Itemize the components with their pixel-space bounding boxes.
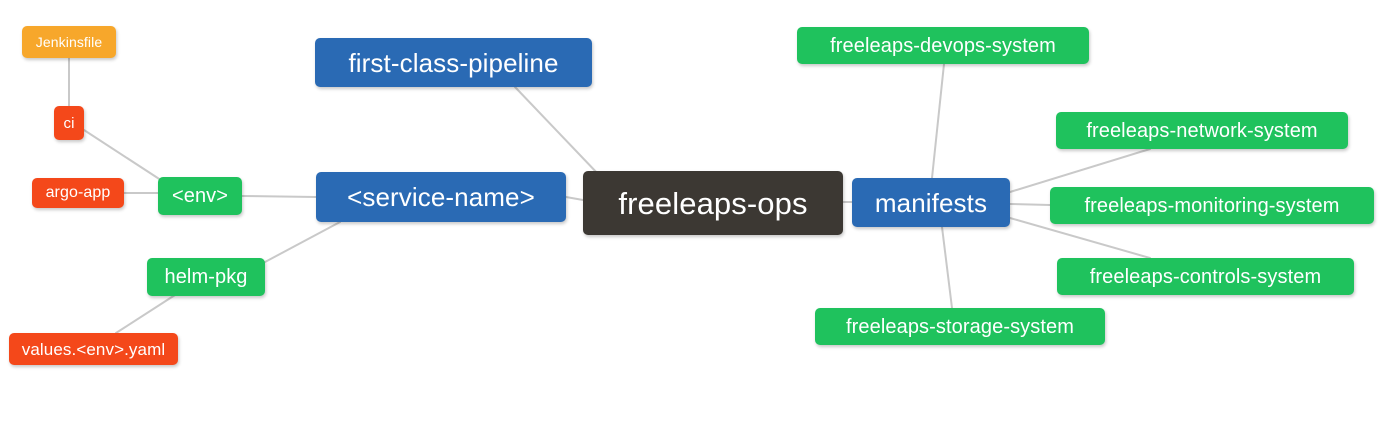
node-values-yaml[interactable]: values.<env>.yaml	[9, 333, 178, 365]
node-freeleaps-controls-system[interactable]: freeleaps-controls-system	[1057, 258, 1354, 295]
node-helm-pkg[interactable]: helm-pkg	[147, 258, 265, 296]
node-label-freeleaps-devops-system: freeleaps-devops-system	[830, 34, 1056, 57]
node-label-ci: ci	[63, 114, 75, 132]
node-label-freeleaps-controls-system: freeleaps-controls-system	[1089, 265, 1322, 288]
node-freeleaps-storage-system[interactable]: freeleaps-storage-system	[815, 308, 1105, 345]
node-label-freeleaps-storage-system: freeleaps-storage-system	[845, 315, 1075, 338]
node-service-name[interactable]: <service-name>	[316, 172, 566, 222]
node-label-jenkinsfile: Jenkinsfile	[35, 34, 103, 50]
node-label-helm-pkg: helm-pkg	[164, 266, 248, 288]
edge-root-to-service_name	[565, 196, 584, 201]
node-manifests[interactable]: manifests	[852, 178, 1010, 227]
node-label-manifests: manifests	[874, 187, 988, 218]
node-label-freeleaps-ops: freeleaps-ops	[618, 185, 808, 221]
node-label-freeleaps-monitoring-system: freeleaps-monitoring-system	[1084, 194, 1340, 217]
node-freeleaps-devops-system[interactable]: freeleaps-devops-system	[797, 27, 1089, 64]
node-label-env: <env>	[171, 185, 229, 207]
node-ci[interactable]: ci	[54, 106, 84, 140]
edge-manifests-to-devops_system	[931, 63, 945, 179]
edge-manifests-to-storage_system	[941, 226, 953, 309]
node-freeleaps-network-system[interactable]: freeleaps-network-system	[1056, 112, 1348, 149]
edge-service_name-to-helm_pkg	[264, 221, 341, 263]
node-first-class-pipeline[interactable]: first-class-pipeline	[315, 38, 592, 87]
edge-manifests-to-monitoring_system	[1009, 203, 1051, 206]
node-label-values-yaml: values.<env>.yaml	[21, 339, 166, 359]
edge-manifests-to-controls_system	[1009, 217, 1151, 259]
edge-service_name-to-env	[241, 195, 317, 198]
node-label-service-name: <service-name>	[347, 182, 535, 212]
edge-root-to-first_class_pipeline	[514, 86, 601, 177]
node-freeleaps-ops-root[interactable]: freeleaps-ops	[583, 171, 843, 235]
edge-helm_pkg-to-values_yaml	[115, 294, 176, 334]
node-jenkinsfile[interactable]: Jenkinsfile	[22, 26, 116, 58]
node-freeleaps-monitoring-system[interactable]: freeleaps-monitoring-system	[1050, 187, 1374, 224]
node-argo-app[interactable]: argo-app	[32, 178, 124, 208]
edge-manifests-to-network_system	[1009, 148, 1151, 193]
node-label-first-class-pipeline: first-class-pipeline	[348, 47, 559, 78]
node-label-freeleaps-network-system: freeleaps-network-system	[1086, 119, 1318, 142]
node-env[interactable]: <env>	[158, 177, 242, 215]
node-label-argo-app: argo-app	[45, 184, 111, 201]
